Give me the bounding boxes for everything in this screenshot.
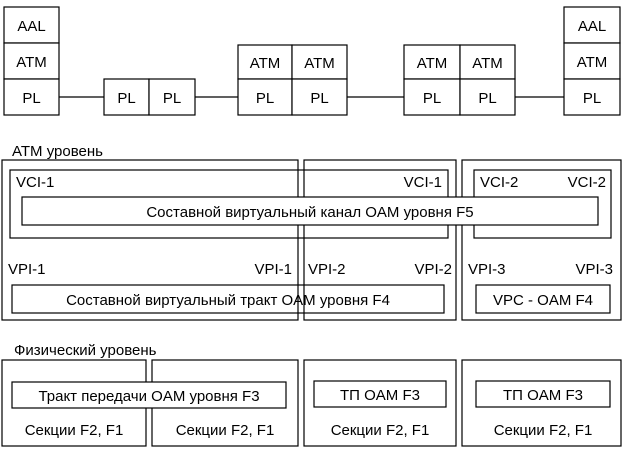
sections-label-4: Секции F2, F1 bbox=[494, 422, 593, 439]
vci-1-label-right: VCI-1 bbox=[404, 174, 442, 191]
stack-label-atm: ATM bbox=[472, 55, 503, 72]
f4-path-label: Составной виртуальный тракт OAM уровня F… bbox=[66, 292, 390, 309]
stack-label-atm: ATM bbox=[304, 55, 335, 72]
physical-layer-heading: Физический уровень bbox=[14, 342, 157, 359]
vpi-section-1 bbox=[1, 159, 299, 321]
vpi-section-2 bbox=[303, 159, 457, 321]
stack-label-pl: PL bbox=[478, 90, 496, 107]
end-station-right: AAL ATM PL bbox=[563, 6, 621, 116]
vpc-oam-box bbox=[475, 284, 611, 314]
end-station-left: AAL ATM PL bbox=[3, 6, 60, 116]
vpi-1-label-right: VPI-1 bbox=[254, 261, 292, 278]
vpi-2-label-left: VPI-2 bbox=[308, 261, 346, 278]
stack-label-atm: ATM bbox=[250, 55, 281, 72]
stack-label-aal: AAL bbox=[578, 18, 606, 35]
tp-oam-label-2: ТП OAM F3 bbox=[503, 387, 583, 404]
switch-node-1: ATM ATM PL PL bbox=[237, 44, 348, 116]
vci-2-label-left: VCI-2 bbox=[480, 174, 518, 191]
tp-oam-label-1: ТП OAM F3 bbox=[340, 387, 420, 404]
vpi-3-label-left: VPI-3 bbox=[468, 261, 506, 278]
stack-label-pl: PL bbox=[583, 90, 601, 107]
stack-label-pl: PL bbox=[423, 90, 441, 107]
vpi-2-label-right: VPI-2 bbox=[414, 261, 452, 278]
stack-label-atm: ATM bbox=[16, 54, 47, 71]
sections-label-1: Секции F2, F1 bbox=[25, 422, 124, 439]
atm-layer-heading: ATM уровень bbox=[12, 143, 103, 160]
f4-path-bar bbox=[11, 284, 445, 314]
stack-label-pl: PL bbox=[163, 90, 181, 107]
stack-label-aal: AAL bbox=[17, 18, 45, 35]
stack-label-atm: ATM bbox=[577, 54, 608, 71]
section-box-4 bbox=[461, 359, 622, 447]
switch-node-2: ATM ATM PL PL bbox=[403, 44, 516, 116]
vpi-1-label-left: VPI-1 bbox=[8, 261, 46, 278]
f3-path-bar bbox=[11, 381, 287, 409]
stack-label-pl: PL bbox=[22, 90, 40, 107]
regenerator-node: PL PL bbox=[103, 78, 196, 116]
sections-label-2: Секции F2, F1 bbox=[176, 422, 275, 439]
f5-channel-bar bbox=[21, 196, 599, 226]
vpi-3-label-right: VPI-3 bbox=[575, 261, 613, 278]
f5-channel-label: Составной виртуальный канал OAM уровня F… bbox=[146, 204, 473, 221]
vpi-section-3 bbox=[461, 159, 622, 321]
stack-label-pl: PL bbox=[256, 90, 274, 107]
tp-oam-box-1 bbox=[313, 380, 447, 408]
stack-label-pl: PL bbox=[117, 90, 135, 107]
stack-label-atm: ATM bbox=[417, 55, 448, 72]
sections-label-3: Секции F2, F1 bbox=[331, 422, 430, 439]
vci-1-label-left: VCI-1 bbox=[16, 174, 54, 191]
f3-path-label: Тракт передачи OAM уровня F3 bbox=[38, 388, 259, 405]
section-box-3 bbox=[303, 359, 457, 447]
tp-oam-box-2 bbox=[475, 380, 611, 408]
vpc-oam-label: VPC - OAM F4 bbox=[493, 292, 593, 309]
stack-label-pl: PL bbox=[310, 90, 328, 107]
vci-2-label-right: VCI-2 bbox=[568, 174, 606, 191]
